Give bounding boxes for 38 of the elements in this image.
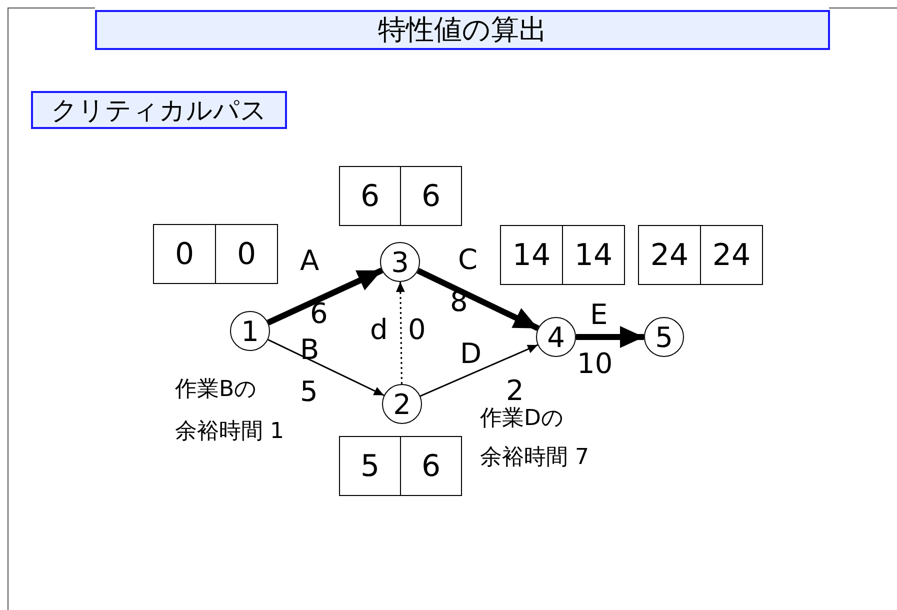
duration-label: 6 — [310, 300, 328, 328]
edge-label: C — [458, 246, 478, 274]
edge-label: d — [370, 316, 388, 344]
event-node: 1 — [230, 311, 270, 351]
duration-label: 0 — [408, 316, 426, 344]
event-node: 3 — [380, 242, 420, 282]
edge-label: D — [460, 340, 482, 368]
time-cell: 24 — [638, 225, 701, 285]
time-cell: 5 — [339, 436, 401, 496]
edge-label: A — [300, 247, 320, 275]
edge-label: B — [300, 336, 320, 364]
duration-label: 5 — [300, 378, 318, 406]
time-cell: 14 — [562, 225, 625, 285]
event-node: 2 — [382, 384, 422, 424]
title: 特性値の算出 — [95, 10, 830, 50]
arrow — [396, 282, 405, 384]
arrow — [268, 338, 384, 396]
note-text: 余裕時間 7 — [480, 447, 589, 469]
arrow — [420, 344, 538, 397]
note-text: 作業Dの — [480, 408, 564, 430]
time-cell: 24 — [700, 225, 763, 285]
event-node: 4 — [536, 317, 576, 357]
time-cell: 14 — [500, 225, 563, 285]
heading-box: クリティカルパス — [31, 91, 287, 129]
edge-label: E — [590, 301, 608, 329]
time-cell: 6 — [400, 166, 462, 226]
note-text: 作業Bの — [175, 379, 258, 401]
note-text: 余裕時間 1 — [175, 421, 284, 443]
event-node: 5 — [644, 317, 684, 357]
duration-label: 2 — [506, 377, 524, 405]
time-cell: 0 — [215, 224, 278, 284]
arrow — [576, 326, 644, 348]
duration-label: 10 — [577, 350, 613, 378]
time-cell: 6 — [339, 166, 401, 226]
arrow — [416, 268, 540, 332]
time-cell: 0 — [153, 224, 216, 284]
time-cell: 6 — [400, 436, 462, 496]
arrow — [266, 268, 384, 326]
